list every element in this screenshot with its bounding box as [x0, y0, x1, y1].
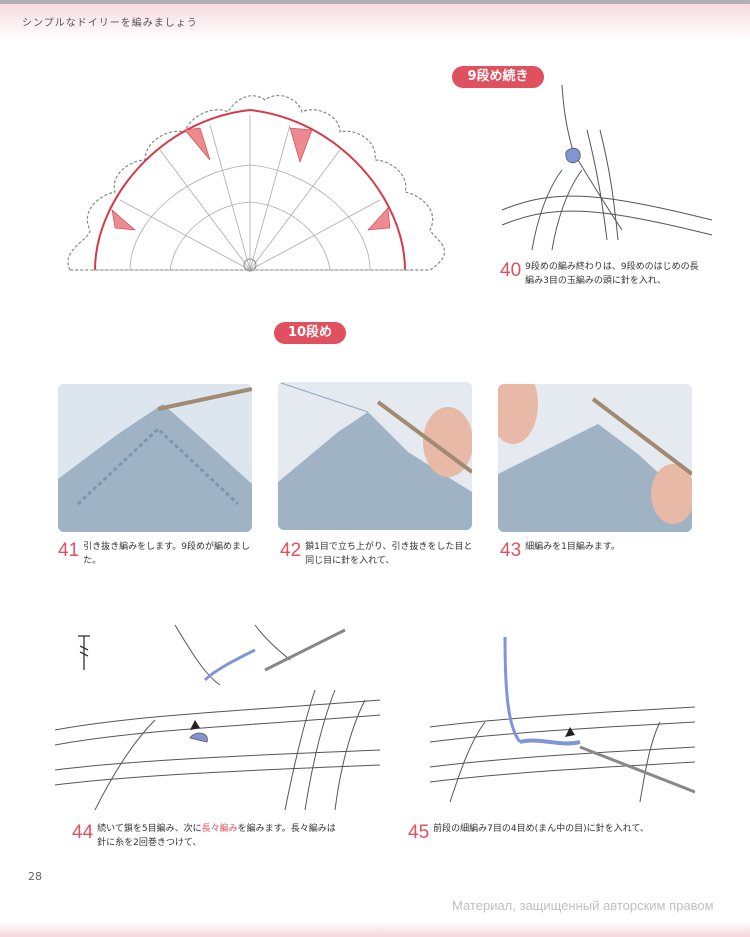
- double-treble-symbol-icon: [78, 635, 90, 670]
- illustration-step-45: [430, 636, 695, 802]
- photo-step-41: [58, 384, 252, 532]
- caption-step-45: 45 前段の細編み7目の4目め(まん中の目)に針を入れて、: [408, 822, 698, 844]
- caption-step-41: 41 引き抜き編みをします。9段めが編めました。: [58, 540, 258, 568]
- step-text-44-after: を編みます。長々編みは針に糸を2回巻きつけて、: [97, 824, 336, 848]
- header-rule: [0, 0, 750, 4]
- step-number-44: 44: [72, 822, 94, 843]
- step-text-43: 細編みを1目編みます。: [525, 542, 620, 552]
- copyright-watermark: Материал, защищенный авторским правом: [452, 898, 714, 913]
- caption-step-43: 43 細編みを1目編みます。: [500, 540, 700, 562]
- photo-step-42: [278, 382, 472, 530]
- step-text-44-highlight: 長々編み: [201, 824, 238, 834]
- page-header-title: シンプルなドイリーを編みましょう: [22, 18, 198, 29]
- crochet-chart-diagram: [67, 95, 446, 272]
- page-number: 28: [28, 870, 42, 883]
- step-text-42: 鎖1目で立ち上がり、引き抜きをした目と同じ目に針を入れて、: [305, 542, 473, 566]
- step-text-44-before: 続いて鎖を5目編み、次に: [97, 824, 202, 834]
- section-pill-round9: 9段め続き: [452, 66, 544, 88]
- footer-band: [0, 922, 750, 937]
- photo-step-43: [498, 384, 692, 532]
- illustration-step-40: [501, 84, 713, 250]
- step-text-41: 引き抜き編みをします。9段めが編めました。: [83, 542, 250, 566]
- step-number-45: 45: [408, 822, 430, 843]
- step-number-40: 40: [500, 260, 522, 281]
- header-band: [0, 0, 750, 42]
- illustration-step-44: [55, 624, 380, 810]
- caption-step-42: 42 鎖1目で立ち上がり、引き抜きをした目と同じ目に針を入れて、: [280, 540, 480, 568]
- step-text-40: 9段めの編み終わりは、9段めのはじめの長編み3目の玉編みの頭に針を入れ、: [525, 262, 699, 286]
- section-pill-round10: 10段め: [274, 322, 346, 344]
- step-number-42: 42: [280, 540, 302, 561]
- step-text-45: 前段の細編み7目の4目め(まん中の目)に針を入れて、: [433, 824, 649, 834]
- step-number-43: 43: [500, 540, 522, 561]
- step-number-41: 41: [58, 540, 80, 561]
- caption-step-40: 40 9段めの編み終わりは、9段めのはじめの長編み3目の玉編みの頭に針を入れ、: [500, 260, 700, 288]
- caption-step-44: 44 続いて鎖を5目編み、次に長々編みを編みます。長々編みは針に糸を2回巻きつけ…: [72, 822, 342, 850]
